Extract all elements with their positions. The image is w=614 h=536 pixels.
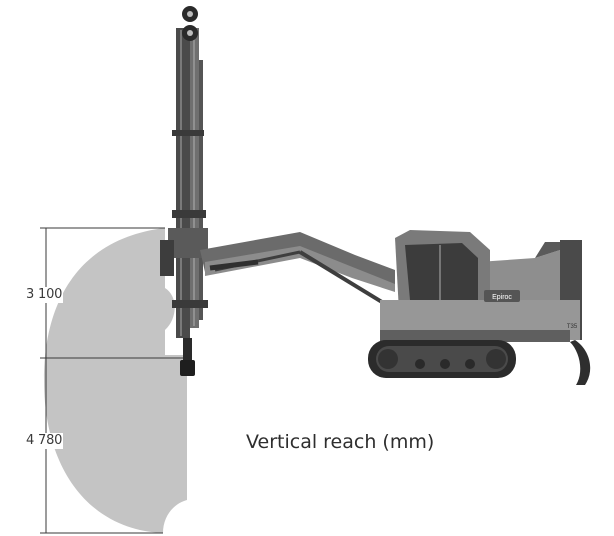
brand-badge-plate [484,290,520,302]
reach-envelope [44,228,187,533]
brand-badge: Epiroc [492,294,512,301]
drill-rig-illustration: Epiroc T35 [160,6,591,385]
diagram-caption: Vertical reach (mm) [246,431,435,453]
carrier-body: Epiroc T35 [380,230,591,385]
crawler-track [368,340,516,378]
model-badge: T35 [567,324,578,330]
drill-mast [160,6,208,376]
dimension-label-lower: 4 780 [25,433,64,449]
dimension-label-upper: 3 100 [25,287,64,303]
dimension-lines [40,227,185,534]
boom-arm [200,232,397,312]
